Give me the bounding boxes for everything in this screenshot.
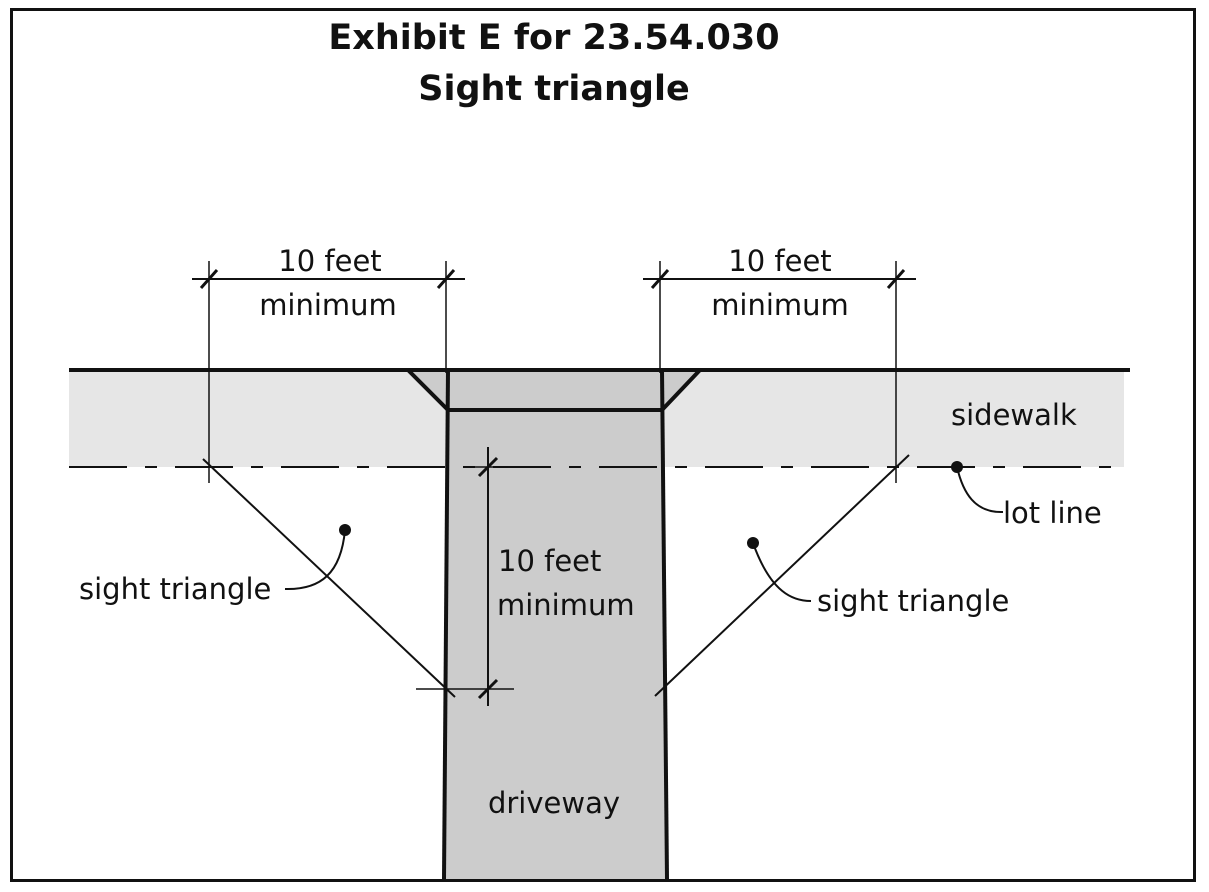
lot-line-label: lot line xyxy=(1003,496,1102,530)
right-dimension-label-line-1: 10 feet xyxy=(728,244,831,278)
sight-triangle-label-left: sight triangle xyxy=(79,572,271,606)
leader-dot-right xyxy=(747,537,759,549)
sight-triangle-label-right: sight triangle xyxy=(817,584,1009,618)
right-dimension-label-line-2: minimum xyxy=(711,288,849,322)
leader-sight-triangle-right xyxy=(752,542,812,602)
leader-lot-line xyxy=(956,466,1004,514)
apron-outline xyxy=(406,368,702,412)
sight-triangle-right-diagonal xyxy=(654,454,910,697)
leader-dot-left xyxy=(339,524,351,536)
right-dimension xyxy=(643,261,916,483)
vertical-dimension-label-line-1: 10 feet xyxy=(498,544,601,578)
sidewalk-label: sidewalk xyxy=(951,398,1077,432)
left-dimension xyxy=(192,261,465,483)
title-line-1: Exhibit E for 23.54.030 xyxy=(328,18,779,58)
driveway-area xyxy=(444,370,667,879)
driveway-edge-right xyxy=(660,369,669,879)
driveway-edge-left xyxy=(442,369,450,879)
leader-sight-triangle-left xyxy=(284,529,346,591)
title-line-2: Sight triangle xyxy=(418,69,689,109)
left-dimension-label-line-1: 10 feet xyxy=(278,244,381,278)
driveway-label: driveway xyxy=(488,786,620,820)
vertical-dimension xyxy=(416,447,514,706)
sight-triangle-left-diagonal xyxy=(202,458,456,698)
vertical-dimension-label-line-2: minimum xyxy=(497,588,635,622)
left-dimension-label-line-2: minimum xyxy=(259,288,397,322)
leader-dot-lot-line xyxy=(951,461,963,473)
exhibit-frame: Exhibit E for 23.54.030 Sight triangle 1… xyxy=(10,8,1196,882)
sight-triangle-diagram: Exhibit E for 23.54.030 Sight triangle 1… xyxy=(69,18,1130,879)
